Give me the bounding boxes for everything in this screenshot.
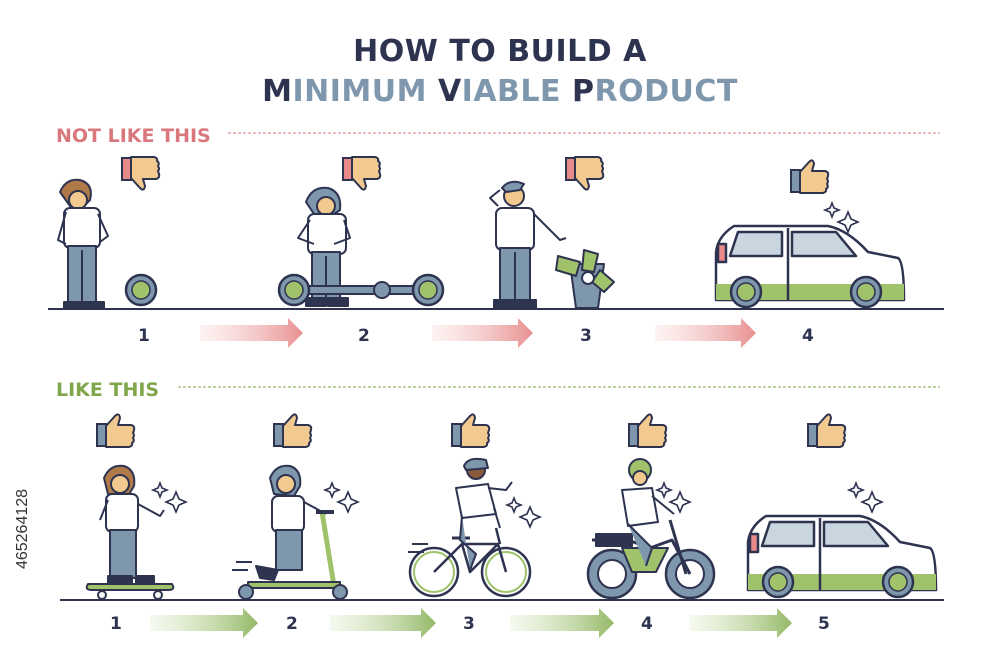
- arrow-right-icon: [150, 608, 258, 638]
- step-number: 1: [138, 326, 150, 346]
- thumbs-up-icon: [807, 413, 847, 448]
- step-number: 4: [802, 326, 814, 346]
- arrow-right-icon: [200, 318, 303, 348]
- engine-icon: [555, 249, 615, 309]
- person-on-scooter: [232, 464, 348, 600]
- title-line-1: HOW TO BUILD A: [353, 34, 647, 69]
- person-on-bicycle: [408, 457, 532, 598]
- step-number: 1: [110, 614, 122, 634]
- title-roduct: RODUCT: [594, 74, 738, 109]
- person-on-motorbike: [586, 458, 716, 600]
- section-label-not-like-this: NOT LIKE THIS: [56, 125, 211, 147]
- title-iable: IABLE: [461, 74, 572, 109]
- person-with-engine: [489, 180, 567, 309]
- thumbs-down-icon: [121, 156, 161, 191]
- title-m: M: [262, 74, 293, 109]
- sparkle-icon: [324, 482, 359, 513]
- thumbs-down-icon: [565, 156, 605, 191]
- step-number: 2: [358, 326, 370, 346]
- step-number: 2: [286, 614, 298, 634]
- arrow-right-icon: [330, 608, 436, 638]
- thumbs-up-icon: [96, 413, 136, 448]
- sparkle-icon: [152, 482, 187, 513]
- axle: [289, 285, 431, 295]
- person-with-wheel: [57, 178, 109, 310]
- arrow-right-icon: [690, 608, 792, 638]
- car-icon: [746, 514, 938, 599]
- wheel-icon: [411, 273, 445, 307]
- thumbs-up-icon: [451, 413, 491, 448]
- car-icon: [714, 224, 906, 309]
- thumbs-up-icon: [628, 413, 668, 448]
- step-number: 3: [463, 614, 475, 634]
- step-number: 4: [641, 614, 653, 634]
- step-number: 3: [580, 326, 592, 346]
- thumbs-up-icon: [273, 413, 313, 448]
- thumbs-down-icon: [342, 156, 382, 191]
- title-p: P: [571, 74, 595, 109]
- arrow-right-icon: [510, 608, 614, 638]
- sparkle-icon: [506, 497, 541, 528]
- arrow-right-icon: [432, 318, 533, 348]
- sparkle-icon: [656, 482, 691, 513]
- thumbs-up-icon: [790, 159, 830, 194]
- arrow-right-icon: [655, 318, 756, 348]
- title-inimum: INIMUM: [292, 74, 438, 109]
- sparkle-icon: [848, 482, 883, 513]
- person-on-skateboard: [85, 464, 175, 600]
- wheel-icon: [277, 273, 311, 307]
- section-label-like-this: LIKE THIS: [56, 379, 160, 401]
- title-line-2: MINIMUM VIABLE PRODUCT: [0, 74, 1000, 109]
- title-v: V: [437, 74, 462, 109]
- wheel-icon: [124, 273, 158, 307]
- step-number: 5: [818, 614, 830, 634]
